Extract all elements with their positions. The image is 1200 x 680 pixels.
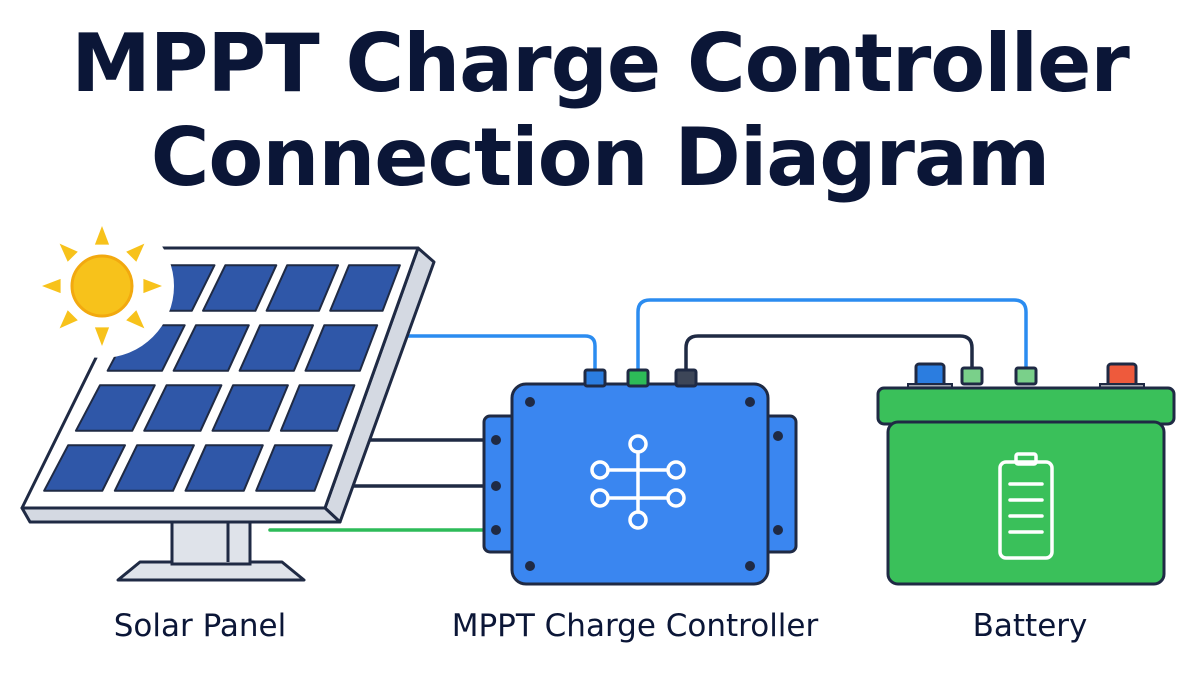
wire-panel-to-controller-blue xyxy=(393,334,597,374)
controller-body xyxy=(510,382,770,586)
sun-ray xyxy=(126,310,145,329)
panel-cell xyxy=(211,384,289,432)
battery-label: Battery xyxy=(972,608,1088,644)
panel-cell xyxy=(202,264,278,312)
panel-cell xyxy=(74,384,156,432)
page-title-line-1: MPPT Charge Controller xyxy=(71,17,1130,110)
panel-cell xyxy=(184,444,264,492)
battery-lid xyxy=(876,386,1176,426)
circuit-node-icon xyxy=(590,434,686,530)
wire-controller-to-battery-blue xyxy=(636,298,1028,374)
controller-terminal-dark xyxy=(674,368,698,388)
sun-ray xyxy=(59,243,78,262)
controller-terminal-blue xyxy=(583,368,607,388)
panel-cell xyxy=(265,264,340,312)
panel-cell xyxy=(304,324,379,372)
controller-port-2 xyxy=(491,481,501,491)
controller-terminal-green xyxy=(626,368,650,388)
mppt-controller xyxy=(482,368,798,586)
panel-cell xyxy=(113,444,195,492)
battery-level-icon xyxy=(998,452,1054,560)
battery-terminal-small-2 xyxy=(1014,366,1038,386)
controller-screw-right-1 xyxy=(773,431,783,441)
panel-cell xyxy=(143,384,223,432)
solar-panel xyxy=(20,246,436,582)
panel-cell xyxy=(43,444,126,492)
sun-icon xyxy=(30,214,174,358)
sun-ray xyxy=(94,327,110,346)
panel-cell xyxy=(172,324,250,372)
controller-screw-right-2 xyxy=(773,525,783,535)
sun-ray xyxy=(126,243,145,262)
panel-cell xyxy=(238,324,314,372)
wire-controller-to-battery-dark xyxy=(684,334,974,374)
sun-ray xyxy=(94,226,110,245)
controller-port-3 xyxy=(491,525,501,535)
battery-terminal-small-1 xyxy=(960,366,984,386)
page-title-line-2: Connection Diagram xyxy=(150,111,1051,204)
panel-stand-base xyxy=(116,560,306,582)
controller-screw-3 xyxy=(525,561,535,571)
wires xyxy=(268,298,1028,532)
controller-port-1 xyxy=(491,435,501,445)
battery-terminal-positive xyxy=(1106,362,1138,388)
controller-screw-1 xyxy=(525,397,535,407)
sun-ray xyxy=(59,310,78,329)
panel-stand-post xyxy=(170,520,252,566)
controller-screw-4 xyxy=(745,561,755,571)
mppt-controller-label: MPPT Charge Controller xyxy=(451,608,819,644)
solar-panel-label: Solar Panel xyxy=(113,608,287,644)
panel-frame-bottom xyxy=(20,506,342,524)
panel-cell xyxy=(329,264,401,312)
sun-ray xyxy=(143,278,162,294)
controller-screw-2 xyxy=(745,397,755,407)
panel-cell xyxy=(279,384,356,432)
battery-terminal-negative xyxy=(914,362,946,388)
panel-cell xyxy=(255,444,333,492)
sun-ray xyxy=(42,278,61,294)
battery-body xyxy=(886,420,1166,586)
panel-cells xyxy=(43,264,401,492)
battery xyxy=(876,362,1176,586)
